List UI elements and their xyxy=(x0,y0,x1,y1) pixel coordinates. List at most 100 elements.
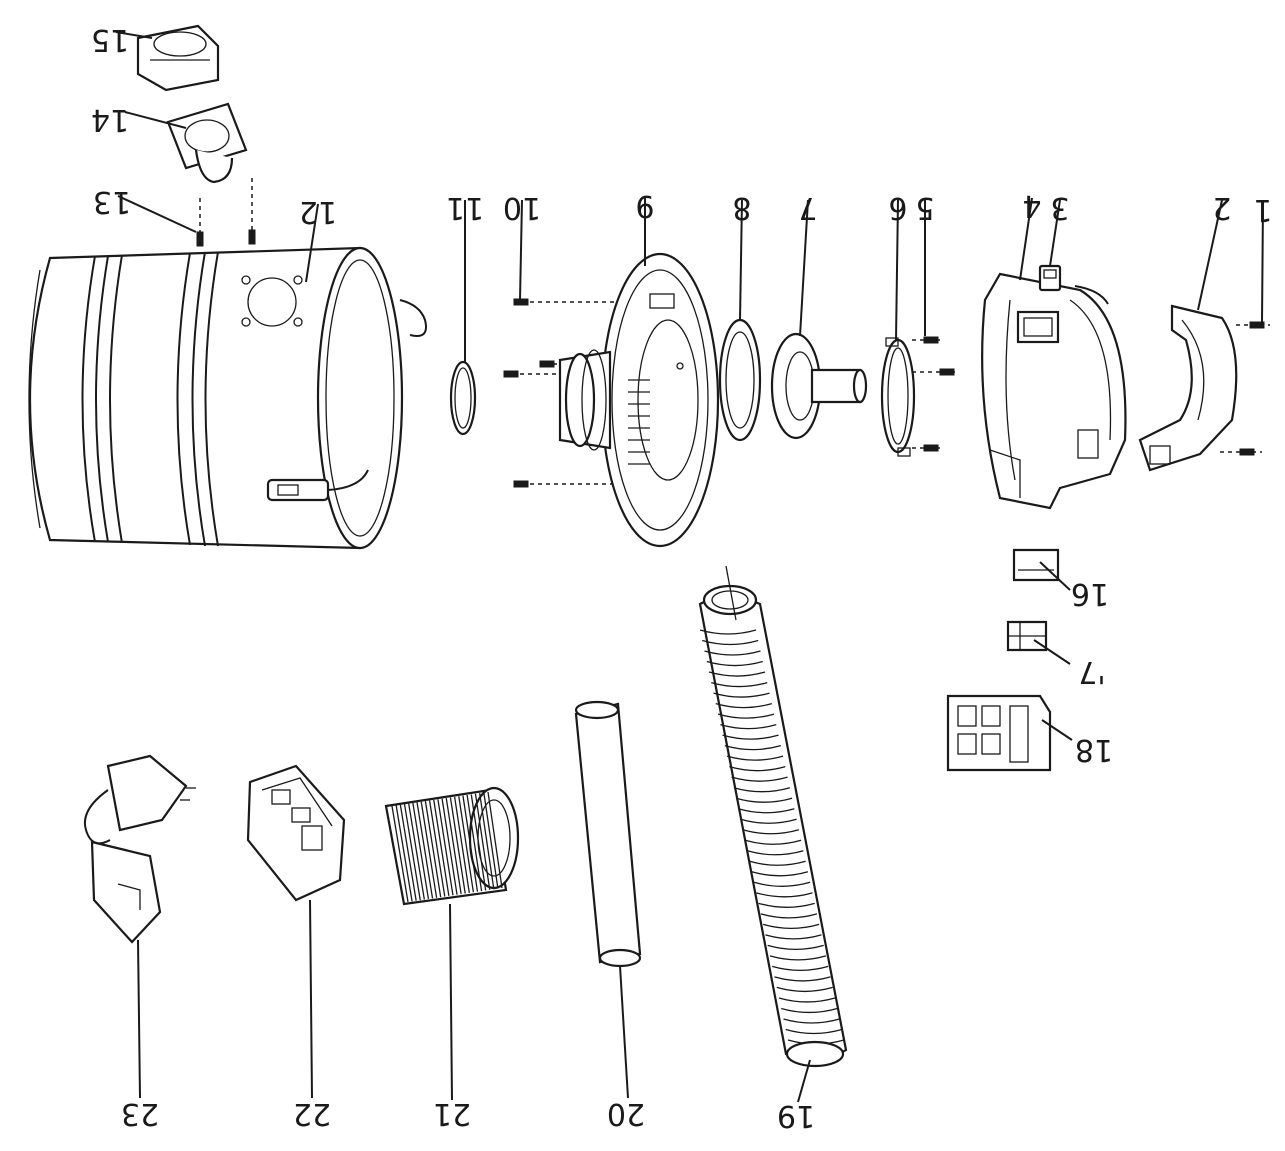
hose-rib xyxy=(781,1007,838,1014)
part-oring xyxy=(449,360,477,436)
part-number: 9 xyxy=(635,188,654,223)
part-filter xyxy=(384,786,520,906)
filter-pleat xyxy=(433,799,450,897)
hose-rib xyxy=(742,829,800,835)
hose-rib xyxy=(722,734,779,740)
part-block xyxy=(1012,548,1060,582)
hose-rib xyxy=(778,997,836,1003)
part-housing xyxy=(981,272,1127,510)
hose-rib xyxy=(760,913,818,919)
filter-pleat xyxy=(441,798,458,895)
filter-pleat xyxy=(479,793,495,890)
filter-pleat xyxy=(466,794,483,892)
part-number: 22 xyxy=(293,1096,331,1131)
part-number: '7 xyxy=(1078,654,1105,689)
part-number: 13 xyxy=(93,184,131,219)
part-switch xyxy=(1038,264,1062,292)
filter-pleat xyxy=(391,805,409,903)
hose-ribs xyxy=(699,629,845,1045)
hose-rib xyxy=(751,871,809,877)
hose-rib xyxy=(733,787,791,793)
filter-pleat xyxy=(399,804,417,901)
filter-pleats xyxy=(391,791,503,903)
hose-rib xyxy=(749,860,806,866)
hose-rib xyxy=(783,1018,840,1024)
hose-rib xyxy=(711,681,768,688)
hose-rib xyxy=(731,776,788,782)
part-hose xyxy=(698,565,848,1068)
part-number: 18 xyxy=(1075,732,1113,767)
part-number: 1 xyxy=(1253,192,1272,227)
part-ring-8 xyxy=(718,318,762,442)
part-number: 12 xyxy=(299,194,337,229)
filter-pleat xyxy=(487,791,503,889)
filter-pleat xyxy=(395,805,413,902)
hose-rib xyxy=(720,723,777,730)
hose-rib xyxy=(758,902,815,908)
part-number: 11 xyxy=(446,190,484,225)
hose-rib xyxy=(763,923,820,930)
filter-pleat xyxy=(416,802,434,899)
hose-rib xyxy=(785,1028,842,1035)
hose-rib xyxy=(774,976,831,982)
drum-mount-plate xyxy=(241,275,303,327)
part-drum xyxy=(28,246,427,550)
part-number: 16 xyxy=(1071,576,1109,611)
hose-rib xyxy=(776,986,833,993)
filter-pleat xyxy=(408,803,425,900)
part-number: 2 xyxy=(1212,190,1231,225)
hose-rib xyxy=(753,881,811,887)
part-number-labels: 1 2 3 4 5 6 7 8 9 10 11 12 13 14 15 16 '… xyxy=(91,22,1273,1133)
part-number: 21 xyxy=(433,1096,471,1131)
hose-rib xyxy=(699,629,757,635)
hose-rib xyxy=(729,766,786,772)
part-number: 4 xyxy=(1022,188,1041,223)
part-number: 23 xyxy=(121,1096,159,1131)
hose-rib xyxy=(747,850,804,856)
part-number: 10 xyxy=(503,190,541,225)
hose-rib xyxy=(769,955,827,961)
filter-pleat xyxy=(445,797,462,895)
part-battery xyxy=(246,764,346,902)
leader-lines xyxy=(115,31,1264,1103)
hose-rib xyxy=(726,755,784,761)
part-nut xyxy=(136,24,220,92)
part-bracket xyxy=(946,694,1052,772)
hose-rib xyxy=(702,639,759,646)
part-screws-5 xyxy=(912,336,955,452)
filter-pleat xyxy=(453,796,470,893)
hose-rib xyxy=(706,660,763,667)
filter-pleat xyxy=(412,802,430,900)
part-number: 8 xyxy=(732,190,751,225)
part-screws-1 xyxy=(1220,321,1270,456)
filter-pleat xyxy=(403,804,421,901)
part-connector xyxy=(1006,620,1048,652)
filter-pleat xyxy=(470,794,487,891)
part-handle xyxy=(1138,304,1238,472)
drum-latch xyxy=(266,469,369,502)
part-number: 7 xyxy=(798,190,817,225)
filter-pleat xyxy=(462,795,479,892)
hose-rib xyxy=(717,713,775,719)
part-number: 20 xyxy=(607,1096,645,1131)
part-retainer xyxy=(880,337,916,457)
filter-pleat xyxy=(424,801,442,898)
hose-rib xyxy=(704,650,761,656)
part-number: 6 xyxy=(888,190,907,225)
motor-plate-fins xyxy=(628,379,650,465)
part-number: 3 xyxy=(1050,190,1069,225)
part-number: 15 xyxy=(91,22,129,57)
hose-rib xyxy=(767,944,824,951)
hose-rib xyxy=(735,797,793,803)
hose-rib xyxy=(740,818,797,824)
hose-rib xyxy=(765,934,822,940)
filter-pleat xyxy=(437,799,454,896)
part-number: 5 xyxy=(915,190,934,225)
hose-rib xyxy=(772,965,829,972)
part-flange xyxy=(166,102,248,184)
hose-rib xyxy=(708,671,766,677)
part-number: 19 xyxy=(777,1098,815,1133)
part-tube xyxy=(574,700,642,968)
filter-pleat xyxy=(420,801,438,898)
